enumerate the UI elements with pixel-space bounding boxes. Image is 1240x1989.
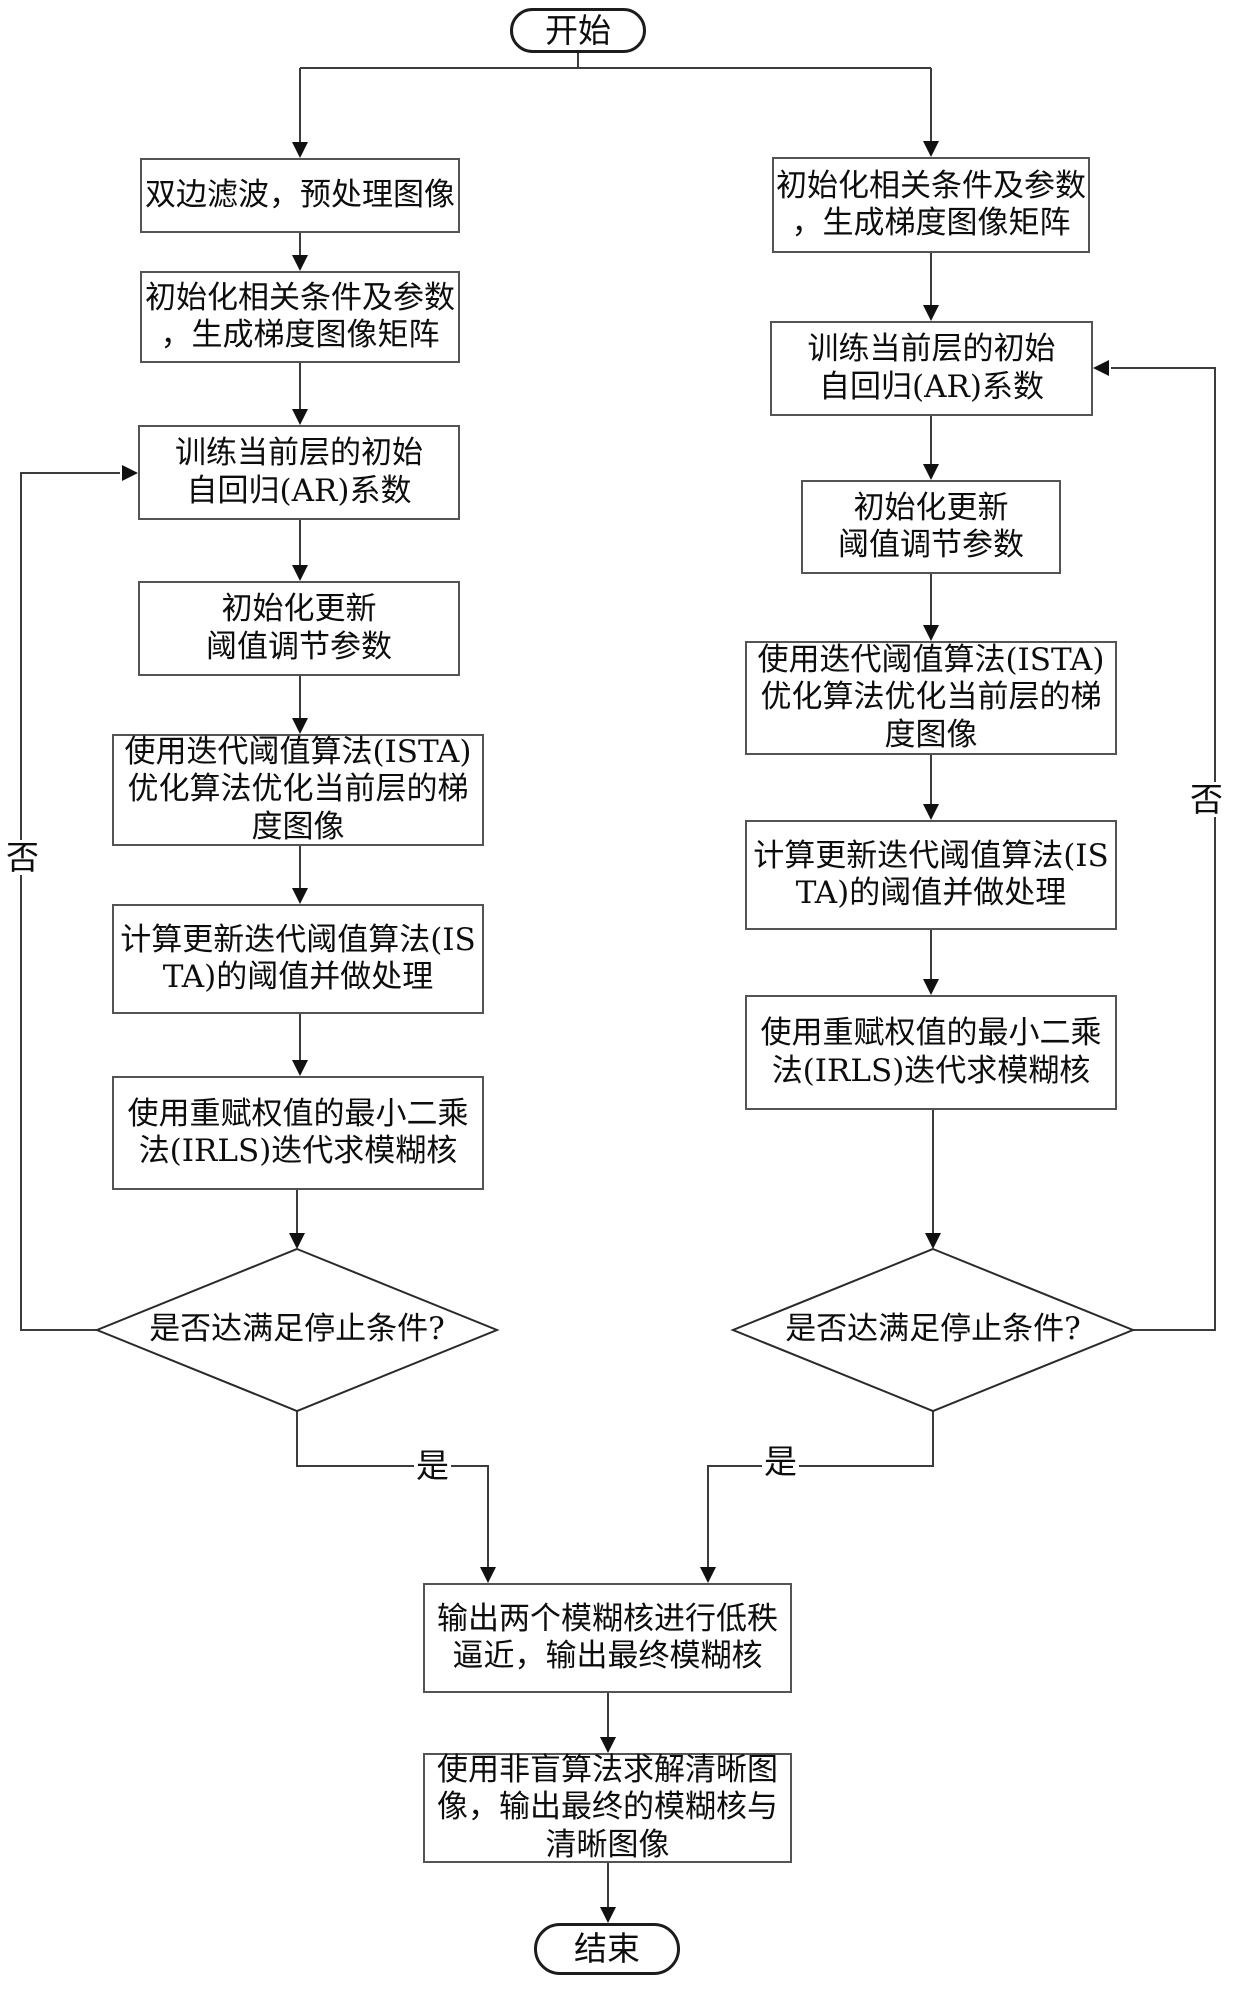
right-step-train-ar: 训练当前层的初始 自回归(AR)系数 bbox=[770, 321, 1093, 416]
left-step-irls-kernel: 使用重赋权值的最小二乘 法(IRLS)迭代求模糊核 bbox=[112, 1076, 484, 1190]
right-step-ista-optimize: 使用迭代阈值算法(ISTA) 优化算法优化当前层的梯 度图像 bbox=[745, 641, 1117, 755]
right-decision-shape bbox=[730, 1247, 1136, 1413]
right-yes-edge-label: 是 bbox=[762, 1442, 799, 1481]
start-terminal: 开始 bbox=[510, 8, 646, 53]
edges-left-column bbox=[289, 233, 308, 1249]
right-step-update-ista-threshold: 计算更新迭代阈值算法(IS TA)的阈值并做处理 bbox=[745, 820, 1117, 930]
left-step-train-ar: 训练当前层的初始 自回归(AR)系数 bbox=[138, 425, 460, 520]
edges-merge bbox=[600, 1693, 616, 1923]
right-decision-label: 是否达满足停止条件? bbox=[785, 1311, 1081, 1348]
end-terminal: 结束 bbox=[534, 1923, 680, 1975]
edge-right-no-loop bbox=[1093, 360, 1216, 1331]
left-yes-edge-label: 是 bbox=[414, 1446, 451, 1485]
left-step-update-ista-threshold: 计算更新迭代阈值算法(IS TA)的阈值并做处理 bbox=[112, 904, 484, 1014]
merge-step-output-kernels: 输出两个模糊核进行低秩 逼近，输出最终模糊核 bbox=[423, 1583, 792, 1693]
merge-step-nonblind-solve: 使用非盲算法求解清晰图 像，输出最终的模糊核与 清晰图像 bbox=[423, 1752, 792, 1863]
left-step-init-conditions: 初始化相关条件及参数 ，生成梯度图像矩阵 bbox=[140, 271, 460, 363]
edge-left-no-loop bbox=[20, 465, 138, 1331]
right-step-init-conditions: 初始化相关条件及参数 ，生成梯度图像矩阵 bbox=[772, 157, 1090, 253]
right-step-irls-kernel: 使用重赋权值的最小二乘 法(IRLS)迭代求模糊核 bbox=[745, 995, 1117, 1110]
left-no-edge-label: 否 bbox=[4, 838, 41, 877]
edge-right-yes bbox=[700, 1411, 934, 1583]
left-step-init-threshold: 初始化更新 阈值调节参数 bbox=[138, 581, 460, 676]
left-step-bilateral-filter: 双边滤波，预处理图像 bbox=[140, 158, 460, 233]
left-decision-label: 是否达满足停止条件? bbox=[149, 1311, 445, 1348]
right-no-edge-label: 否 bbox=[1188, 780, 1225, 819]
left-step-ista-optimize: 使用迭代阈值算法(ISTA) 优化算法优化当前层的梯 度图像 bbox=[112, 734, 484, 846]
right-step-init-threshold: 初始化更新 阈值调节参数 bbox=[801, 480, 1061, 574]
edges-right-column bbox=[923, 253, 941, 1249]
edge-start-split bbox=[292, 53, 939, 158]
left-decision-shape bbox=[94, 1247, 500, 1413]
edge-left-yes bbox=[296, 1411, 496, 1583]
